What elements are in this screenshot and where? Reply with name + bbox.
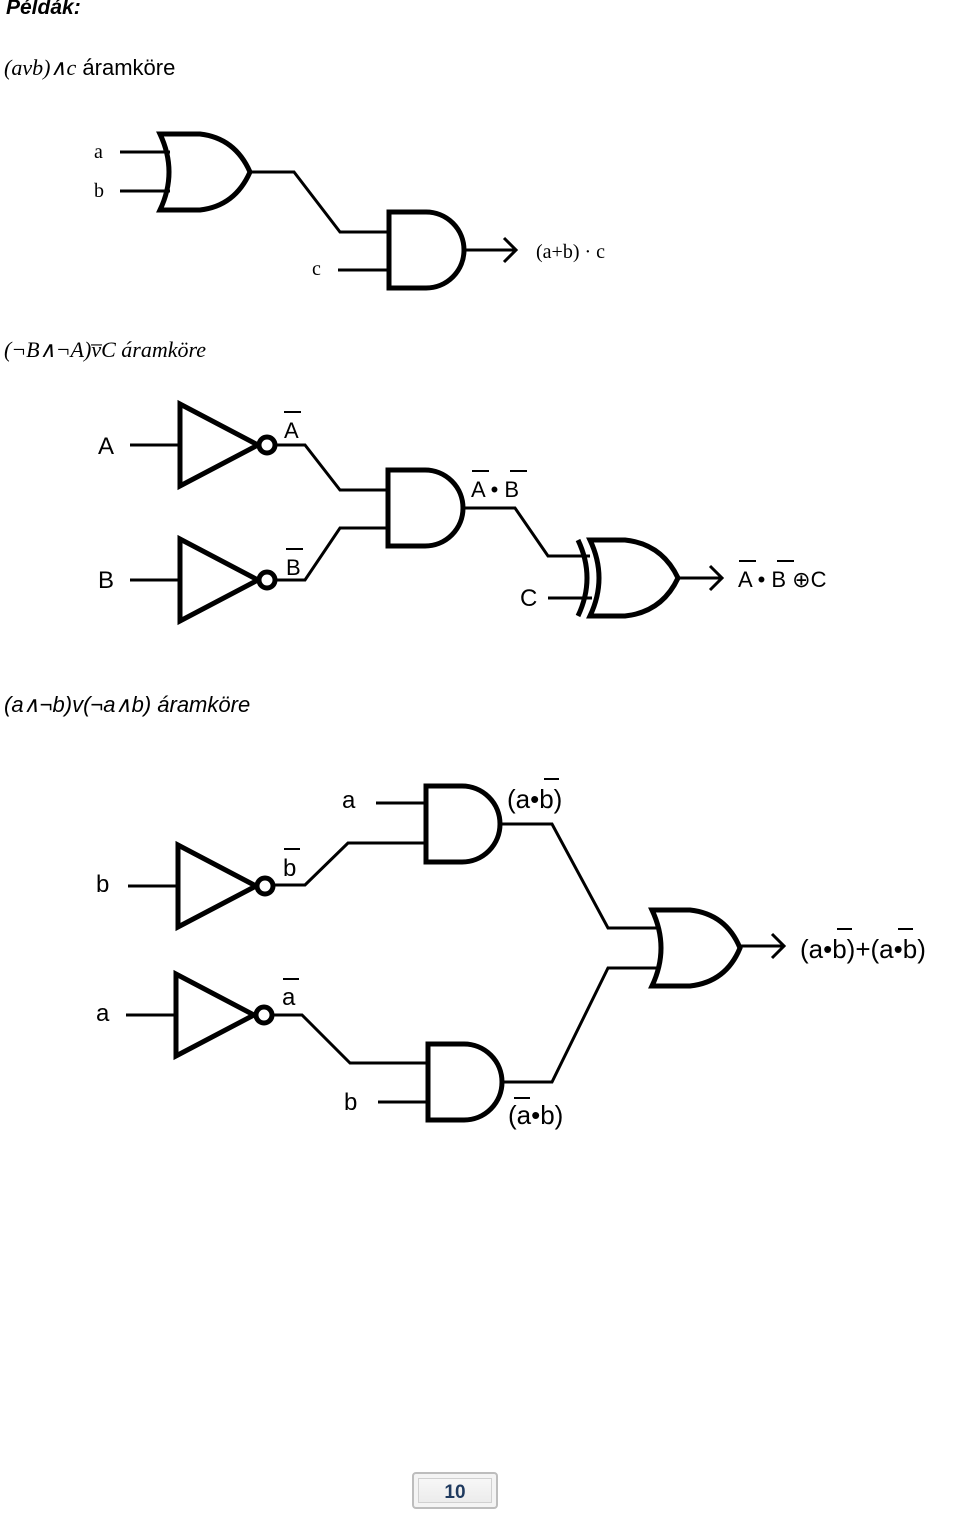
not-gate-a <box>177 399 264 491</box>
not-b-label: b <box>283 855 296 882</box>
input-label-b: b <box>94 180 104 202</box>
wire-nota-to-and <box>272 1013 428 1065</box>
bottom-and-output-label: (a•b) <box>508 1100 563 1130</box>
wire-and-top-to-or <box>500 822 660 930</box>
input-label-c: C <box>520 585 537 612</box>
wire-and-to-xor <box>463 506 590 558</box>
page-number: 10 <box>418 1478 492 1503</box>
not-gate-b <box>175 840 262 932</box>
input-label-a: A <box>98 433 114 460</box>
input-label-a-top: a <box>342 787 356 814</box>
circuit-3-diagram: a b a b b a (a•b) (a•b) (a•b)+(a•b) <box>96 778 926 1130</box>
and-gate <box>385 467 466 549</box>
input-label-b-bottom: b <box>344 1089 357 1116</box>
wire-notb-to-and <box>275 841 426 887</box>
and-gate <box>386 209 467 291</box>
output-label: (a•b)+(a•b) <box>800 934 926 964</box>
circuit-1-caption: (avb)∧c áramköre <box>4 55 175 81</box>
circuit-1-caption-text: áramköre <box>76 55 176 80</box>
not-a-label: a <box>282 984 296 1011</box>
not-bubble-a <box>256 434 278 456</box>
circuit-3-caption: (a∧¬b)v(¬a∧b) áramköre <box>4 692 251 717</box>
input-label-b: B <box>98 567 114 594</box>
and-gate-bottom <box>425 1041 505 1123</box>
xor-extra-curve <box>575 538 590 618</box>
page-title: Példák: <box>6 0 81 19</box>
not-a-label: A <box>284 418 299 443</box>
not-bubble-a <box>253 1004 275 1026</box>
circuit-1-expression: (avb)∧c <box>4 55 77 80</box>
output-arrow-icon <box>502 236 519 264</box>
and-output-label: A • B <box>471 477 519 502</box>
not-b-label: B <box>286 555 301 580</box>
and-gate-top <box>423 783 503 865</box>
circuit-1-diagram: a b c (a+b) · c <box>94 131 605 291</box>
xor-gate <box>586 537 681 619</box>
input-label-c: c <box>312 258 321 280</box>
wire-nota-to-and <box>275 443 388 492</box>
circuit-2-caption: (¬B∧¬A)v̅C áramköre <box>4 337 206 362</box>
wire-notb-to-and <box>275 526 388 582</box>
input-label-b: b <box>96 871 109 898</box>
or-gate <box>648 907 743 989</box>
wire-or-to-and <box>250 170 389 234</box>
output-label: (a+b) · c <box>536 241 605 263</box>
output-arrow-icon <box>770 932 787 960</box>
wire-and-bottom-to-or <box>502 966 660 1084</box>
page-number-box: 10 <box>412 1472 498 1509</box>
not-gate-b <box>177 534 264 626</box>
or-gate <box>156 131 253 213</box>
input-label-a: a <box>94 141 103 163</box>
not-gate-a <box>173 969 260 1061</box>
top-and-output-label: (a•b) <box>507 784 562 814</box>
not-bubble-b <box>256 569 278 591</box>
output-arrow-icon <box>708 564 725 592</box>
output-label: A • B ⊕C <box>738 567 827 592</box>
input-label-a: a <box>96 1000 110 1027</box>
circuit-2-diagram: A B C A B A • B A • B ⊕C <box>98 399 827 626</box>
not-bubble-b <box>254 875 276 897</box>
